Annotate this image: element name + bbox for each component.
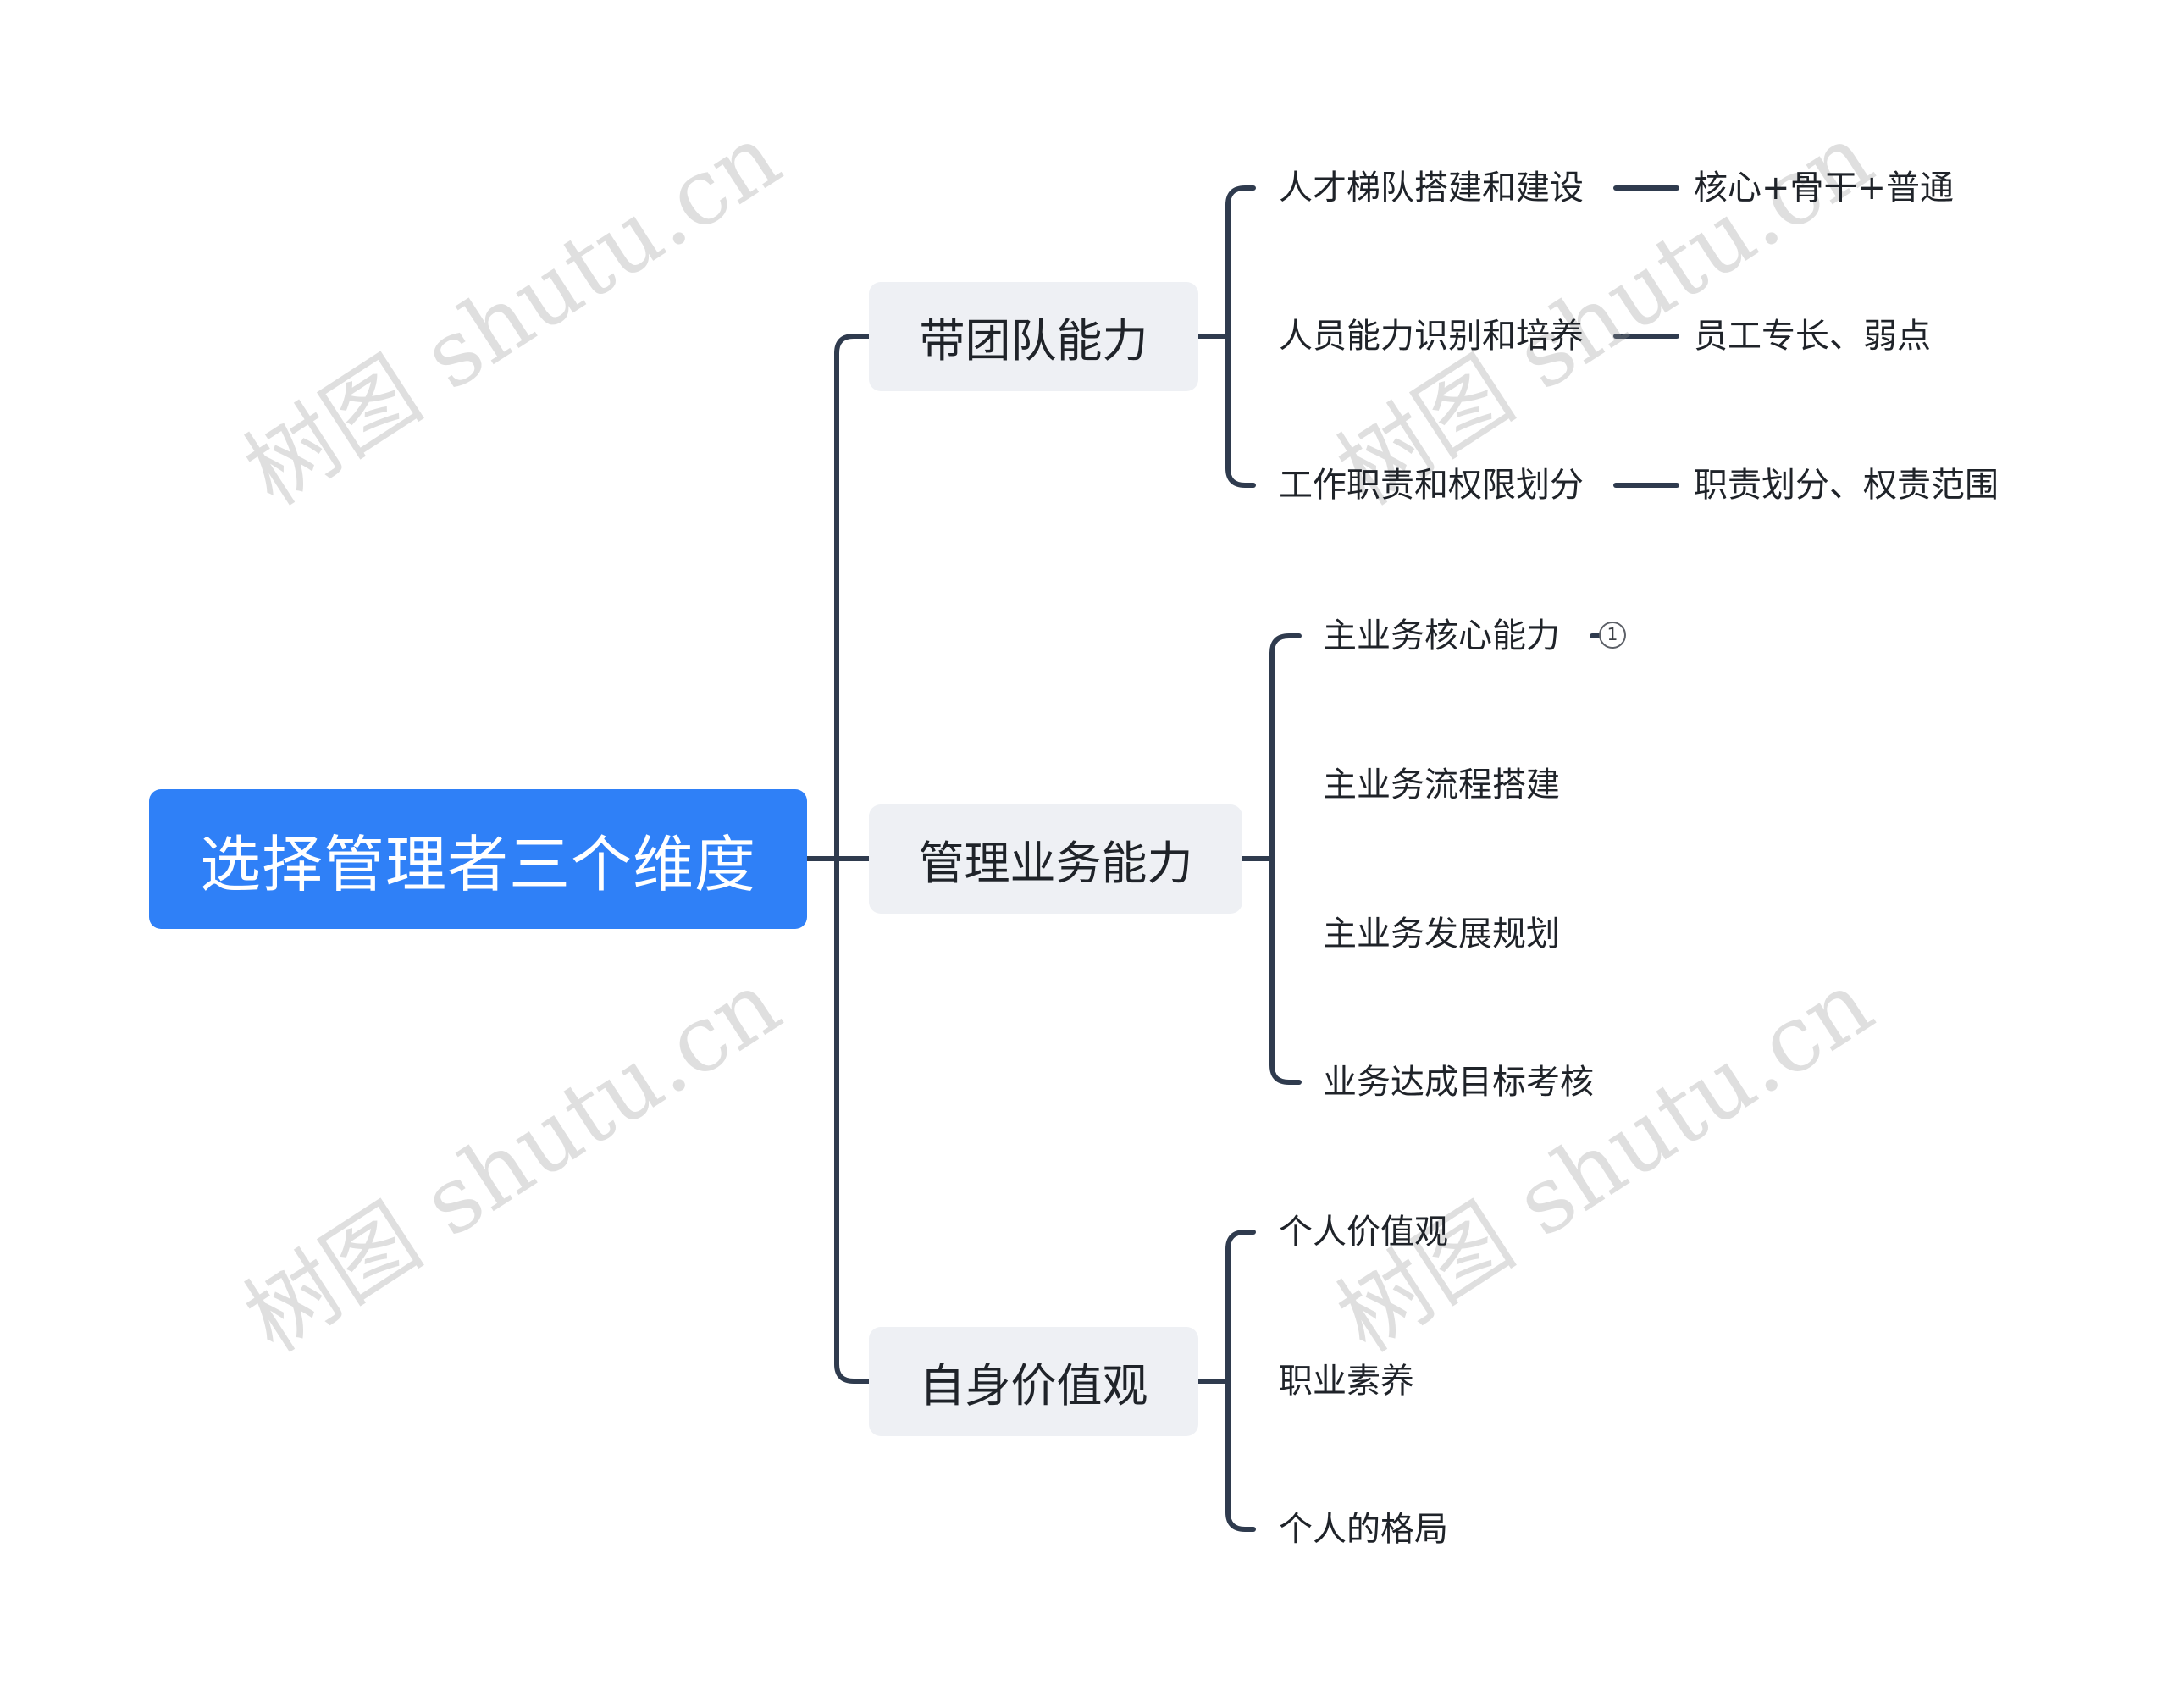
- branch-node-team[interactable]: 带团队能力: [869, 282, 1198, 391]
- leaf-node[interactable]: 主业务流程搭建: [1323, 766, 1560, 804]
- branch-2-children-connector: [1240, 633, 1302, 1085]
- leaf-node[interactable]: 业务达成目标考核: [1323, 1063, 1594, 1102]
- branch-1-children-connector: [1196, 185, 1256, 488]
- root-label: 选择管理者三个维度: [199, 829, 756, 900]
- branch-label: 自身价值观: [919, 1359, 1148, 1412]
- leaf-node[interactable]: 主业务发展规划: [1323, 915, 1560, 953]
- leaf-node[interactable]: 人员能力识别和培养: [1279, 317, 1584, 356]
- collapsed-count-badge[interactable]: 1: [1599, 622, 1626, 649]
- leaf-node[interactable]: 个人价值观: [1279, 1213, 1448, 1252]
- leaf-node[interactable]: 职业素养: [1279, 1362, 1414, 1401]
- branch-label: 管理业务能力: [918, 837, 1193, 890]
- branch-3-children-connector: [1196, 1230, 1256, 1532]
- branch-node-business[interactable]: 管理业务能力: [869, 804, 1242, 914]
- branch-node-values[interactable]: 自身价值观: [869, 1327, 1198, 1436]
- leaf-detail-node[interactable]: 职责划分、权责范围: [1694, 466, 1999, 505]
- leaf-detail-node[interactable]: 核心+骨干+普通: [1694, 169, 1955, 207]
- leaf-node[interactable]: 主业务核心能力: [1323, 616, 1560, 655]
- leaf-node[interactable]: 个人的格局: [1279, 1510, 1448, 1549]
- root-node[interactable]: 选择管理者三个维度: [149, 789, 807, 929]
- leaf-detail-node[interactable]: 员工专长、弱点: [1694, 317, 1931, 356]
- leaf-node[interactable]: 人才梯队搭建和建设: [1279, 169, 1584, 207]
- leaf-node[interactable]: 工作职责和权限划分: [1279, 466, 1584, 505]
- branch-label: 带团队能力: [919, 314, 1148, 368]
